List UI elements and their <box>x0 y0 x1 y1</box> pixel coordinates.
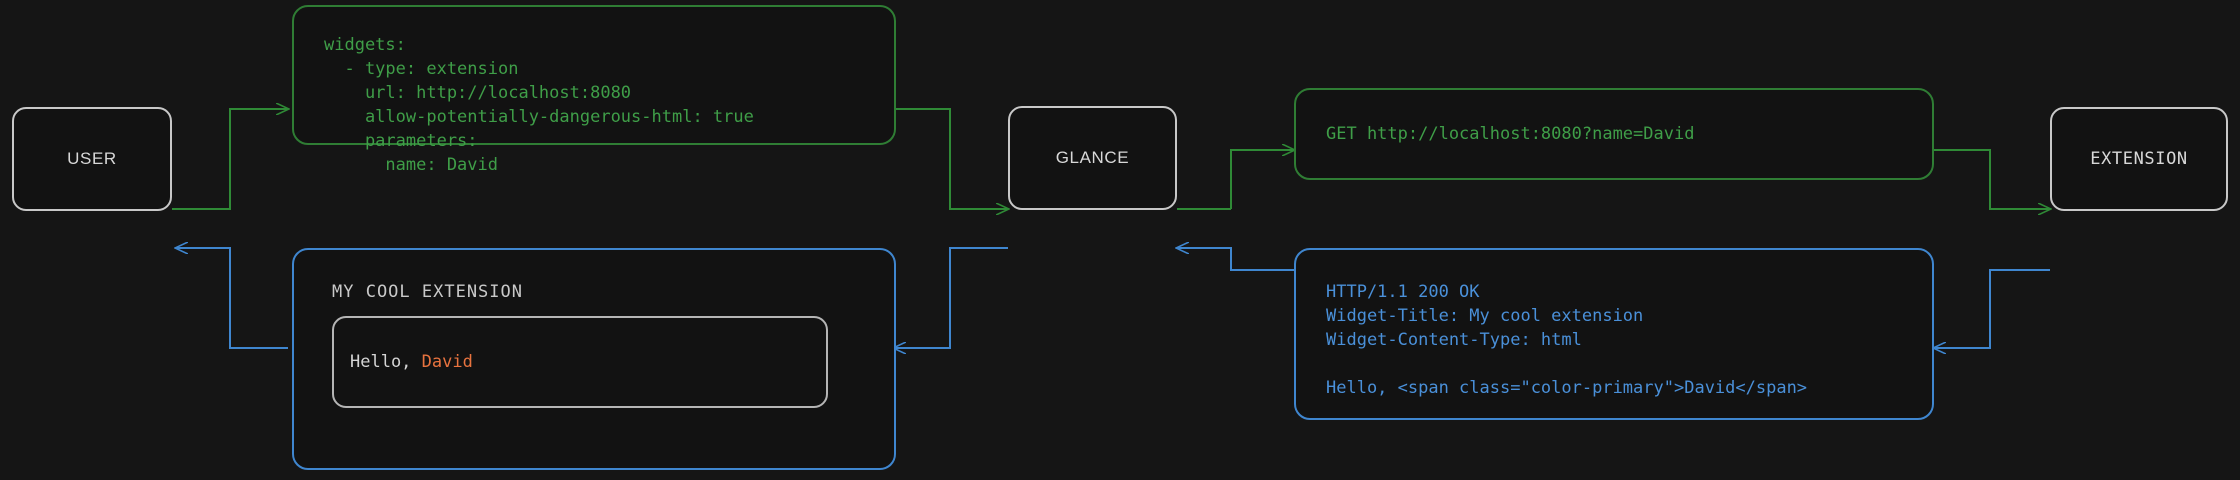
edge-glance-to-request <box>1230 150 1294 209</box>
widget-body-text: Hello, David <box>350 352 473 372</box>
http-response-code: HTTP/1.1 200 OK Widget-Title: My cool ex… <box>1326 282 1808 398</box>
node-glance[interactable]: GLANCE <box>1008 106 1177 210</box>
edge-widget-to-user <box>176 248 288 349</box>
edge-request-to-extension <box>1934 149 2050 209</box>
glance-yaml-config-box: widgets: - type: extension url: http://l… <box>292 5 896 175</box>
node-user[interactable]: USER <box>12 107 172 211</box>
widget-body-name: David <box>421 352 473 372</box>
node-extension-label: EXTENSION <box>2090 149 2188 169</box>
node-glance-label: GLANCE <box>1055 148 1130 167</box>
http-get-request-code: GET http://localhost:8080?name=David <box>1326 124 1695 144</box>
edge-response-to-glance <box>1177 248 1294 271</box>
glance-yaml-config-code: widgets: - type: extension url: http://l… <box>324 35 754 175</box>
widget-title: MY COOL EXTENSION <box>332 282 523 302</box>
rendered-widget-card: MY COOL EXTENSION Hello, David <box>292 248 896 470</box>
widget-body-greeting: Hello, <box>350 352 422 372</box>
http-response-box: HTTP/1.1 200 OK Widget-Title: My cool ex… <box>1294 248 1934 420</box>
edge-config-to-glance <box>896 108 1008 209</box>
edge-glance-to-widget <box>894 247 1008 348</box>
edge-user-to-config <box>172 109 288 210</box>
http-get-request-box: GET http://localhost:8080?name=David <box>1294 88 1934 180</box>
node-user-label: USER <box>67 149 117 168</box>
edge-extension-to-response <box>1934 269 2050 348</box>
node-extension[interactable]: EXTENSION <box>2050 107 2228 211</box>
widget-body-container: Hello, David <box>332 316 828 408</box>
